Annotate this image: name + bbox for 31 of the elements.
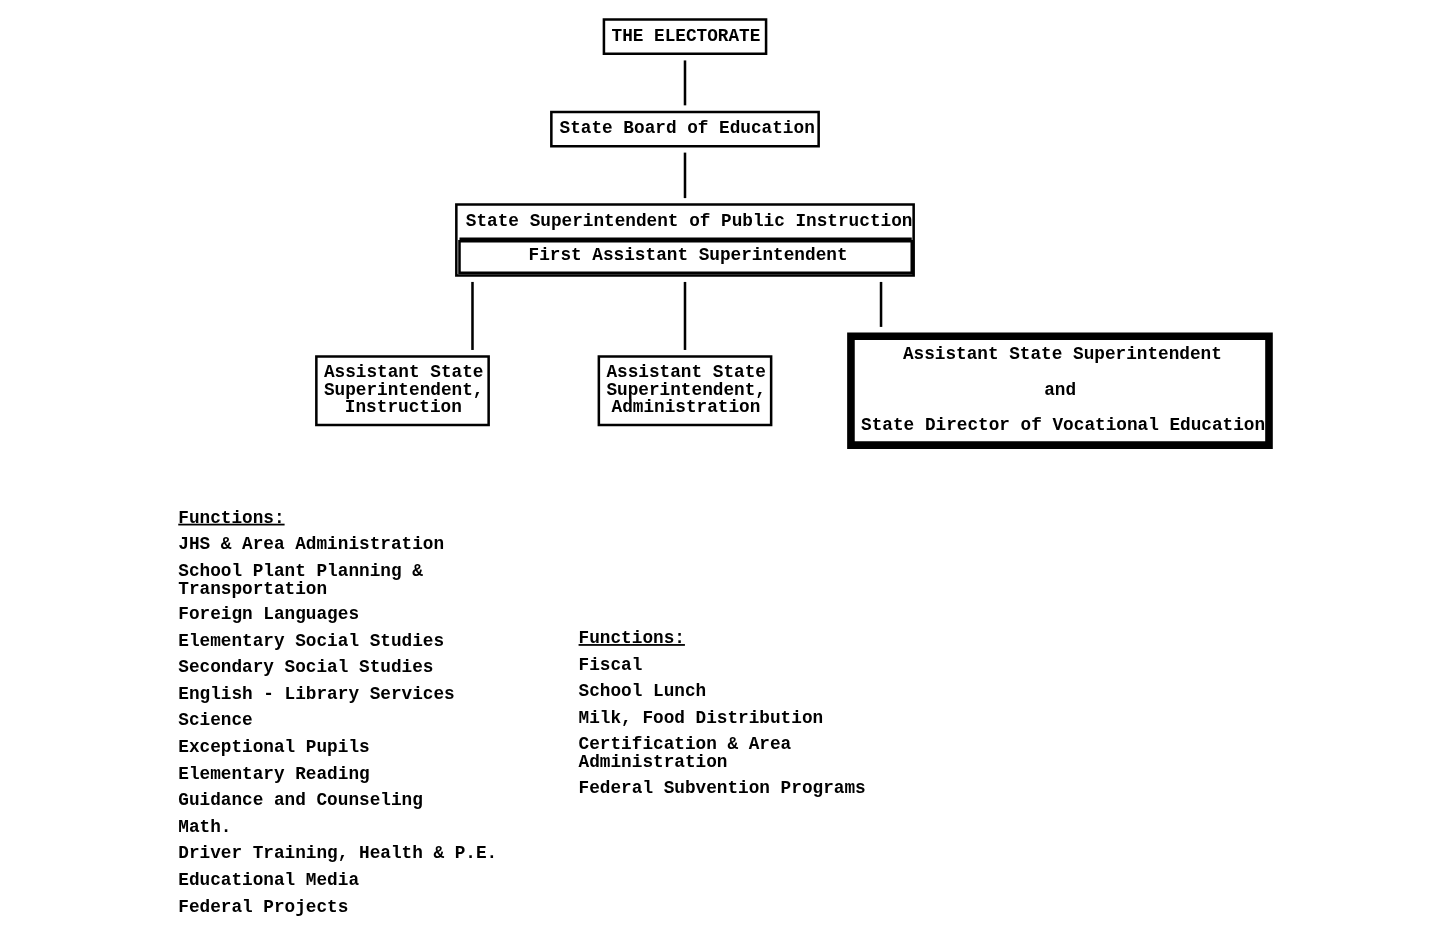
node-label: Functions: <box>578 628 685 649</box>
node-label: Foreign Languages <box>178 603 360 624</box>
node-label: Exceptional Pupils <box>178 736 370 757</box>
node-label: Milk, Food Distribution <box>578 707 824 728</box>
node-box: Assistant State Superintendent and State Director of Vocational Education <box>847 332 1273 449</box>
node-label: School Plant Planning & Transportation <box>178 560 423 599</box>
node-label: Elementary Social Studies <box>178 630 445 651</box>
node-label: Science <box>178 710 253 731</box>
node-label: Federal Subvention Programs <box>578 777 866 798</box>
node-box: Assistant State Superintendent, Administration <box>597 355 773 427</box>
connector <box>683 281 687 350</box>
node-label: Math. <box>178 816 232 837</box>
node-label: Guidance and Counseling <box>178 790 423 811</box>
node-label: Functions: <box>178 507 285 528</box>
node-box: THE ELECTORATE <box>602 18 768 55</box>
node-label: Certification & Area Administration <box>578 734 792 773</box>
node-label: Secondary Social Studies <box>178 657 434 678</box>
connector <box>879 281 883 327</box>
connector <box>683 60 687 106</box>
node-box: Assistant State Superintendent, Instruction <box>315 355 490 427</box>
node-label: JHS & Area Administration <box>178 534 445 555</box>
node-label: Federal Projects <box>178 896 349 917</box>
node-label: Educational Media <box>178 870 360 890</box>
node-box: State Board of Education <box>550 110 820 148</box>
node-label: Elementary Reading <box>178 763 370 784</box>
connector <box>471 281 474 350</box>
node-label: School Lunch <box>578 681 707 702</box>
node-label: Driver Training, Health & P.E. <box>178 843 498 864</box>
connector <box>683 152 687 199</box>
node-label: English - Library Services <box>178 683 455 704</box>
node-label: Fiscal <box>578 654 643 675</box>
